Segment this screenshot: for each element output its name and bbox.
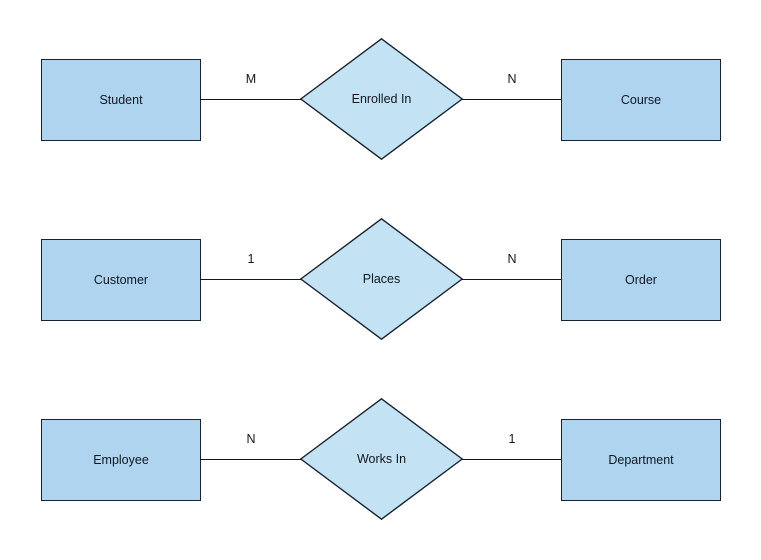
entity-label: Student	[99, 92, 143, 107]
entity-label: Order	[625, 272, 657, 287]
connector-line-right	[462, 99, 562, 100]
entity-label: Course	[620, 92, 662, 107]
entity-label: Customer	[93, 272, 149, 287]
entity-label: Employee	[93, 452, 149, 467]
connector-line-right	[462, 279, 562, 280]
cardinality-label-left: M	[245, 72, 257, 86]
diamond-shape-icon	[300, 38, 463, 160]
entity-course[interactable]: Course	[561, 59, 721, 141]
cardinality-label-left: 1	[247, 252, 255, 266]
connector-line-left	[200, 459, 301, 460]
er-relationship-row: Student M Enrolled In N Course	[0, 30, 761, 170]
er-relationship-row: Customer 1 Places N Order	[0, 210, 761, 350]
entity-customer[interactable]: Customer	[41, 239, 201, 321]
cardinality-label-right: N	[507, 72, 517, 86]
relationship-places[interactable]: Places	[300, 218, 463, 340]
cardinality-label-right: N	[507, 252, 517, 266]
cardinality-label-right: 1	[508, 432, 516, 446]
entity-label: Department	[608, 452, 674, 467]
connector-line-left	[200, 279, 301, 280]
relationship-works-in[interactable]: Works In	[300, 398, 463, 520]
entity-student[interactable]: Student	[41, 59, 201, 141]
entity-order[interactable]: Order	[561, 239, 721, 321]
diamond-shape-icon	[300, 398, 463, 520]
connector-line-right	[462, 459, 562, 460]
connector-line-left	[200, 99, 301, 100]
entity-department[interactable]: Department	[561, 419, 721, 501]
relationship-enrolled-in[interactable]: Enrolled In	[300, 38, 463, 160]
cardinality-label-left: N	[246, 432, 256, 446]
diamond-shape-icon	[300, 218, 463, 340]
entity-employee[interactable]: Employee	[41, 419, 201, 501]
er-relationship-row: Employee N Works In 1 Department	[0, 390, 761, 530]
